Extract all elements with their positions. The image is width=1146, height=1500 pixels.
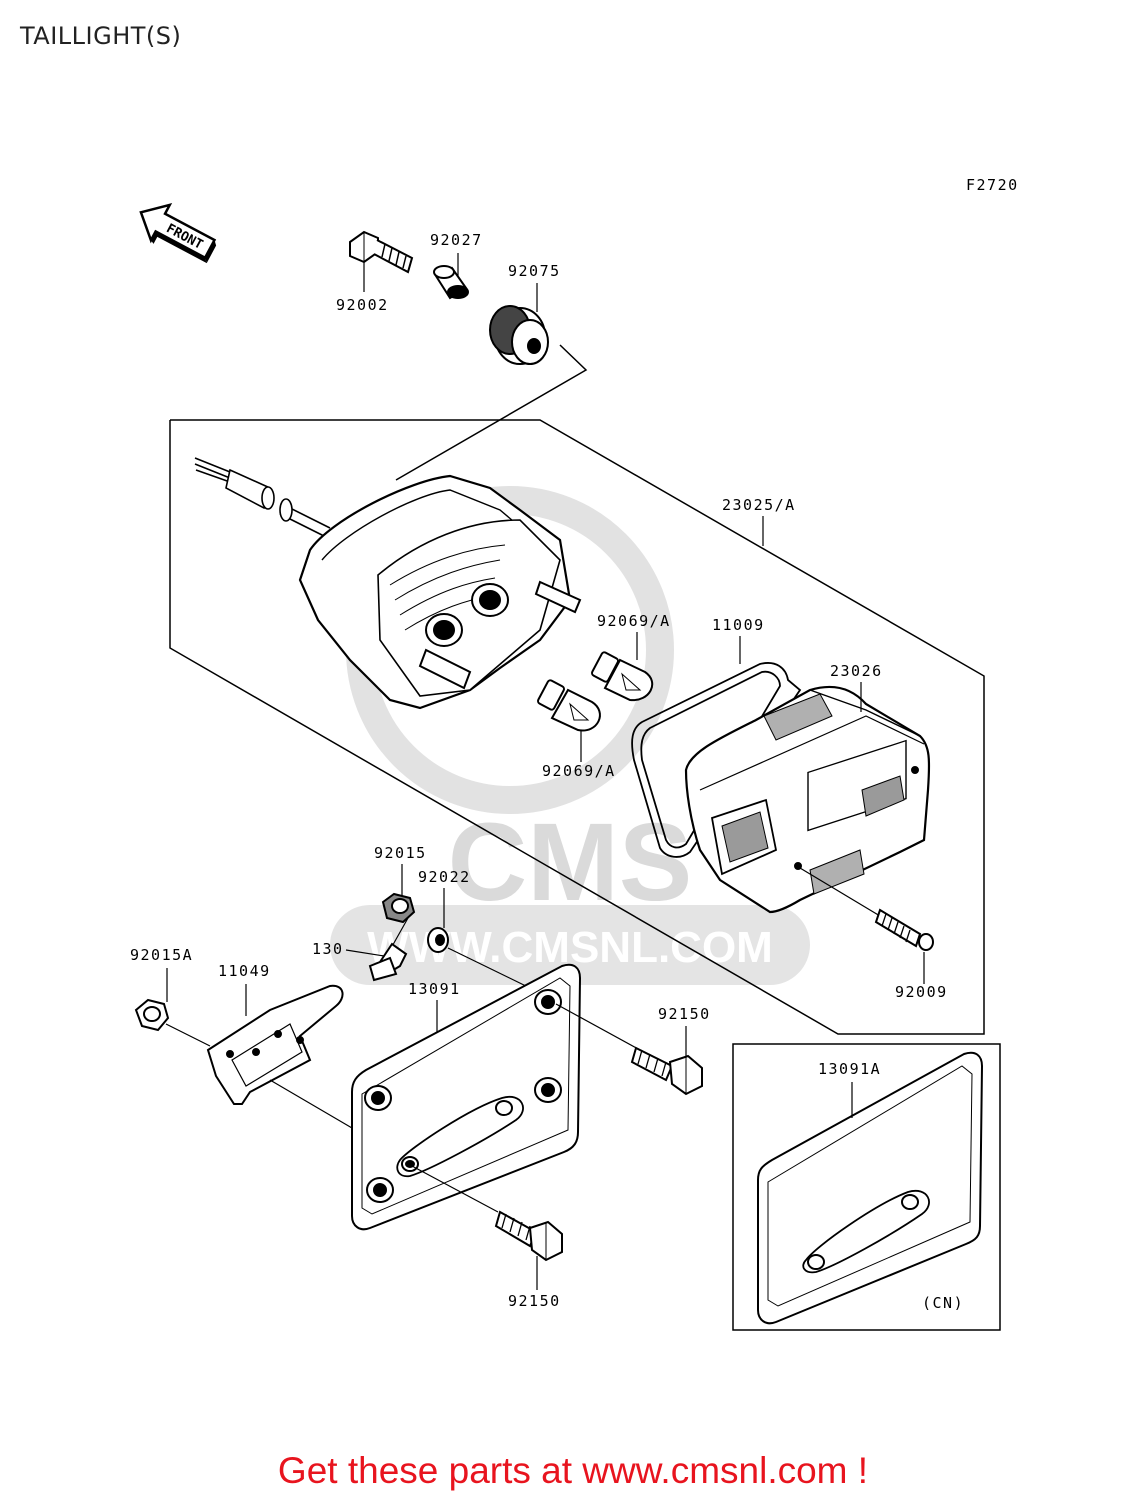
- label-92027: 92027: [430, 231, 483, 249]
- collar-92027-icon: [433, 253, 469, 300]
- variant-box-13091a: [732, 1043, 1001, 1331]
- label-23025a: 23025/A: [722, 496, 796, 514]
- page-title: TAILLIGHT(S): [20, 22, 182, 50]
- wiring-harness-icon: [194, 457, 331, 539]
- taillight-housing-icon: [298, 474, 582, 710]
- bolt-130-icon: [345, 942, 408, 982]
- front-arrow-icon: FRONT: [139, 203, 217, 264]
- label-92015a: 92015A: [130, 946, 193, 964]
- footer-link[interactable]: Get these parts at www.cmsnl.com !: [277, 1450, 869, 1491]
- label-92069a-top: 92069/A: [597, 612, 671, 630]
- label-92015: 92015: [374, 844, 427, 862]
- gasket-11009-icon: [631, 636, 802, 858]
- label-92150-right: 92150: [658, 1005, 711, 1023]
- nut-92015a-icon: [134, 968, 211, 1047]
- label-11049: 11049: [218, 962, 271, 980]
- license-plate-13091a-icon: [757, 1051, 984, 1325]
- figure-code: F2720: [966, 176, 1019, 194]
- label-92150-bottom: 92150: [508, 1292, 561, 1310]
- bulb-92069a-bottom-icon: [537, 679, 601, 762]
- label-13091a: 13091A: [818, 1060, 881, 1078]
- screw-92009-icon: [799, 867, 934, 984]
- bulb-92069a-top-icon: [591, 632, 654, 702]
- bolt-92150-right-icon: [555, 1003, 703, 1096]
- label-92075: 92075: [508, 262, 561, 280]
- label-92009: 92009: [895, 983, 948, 1001]
- lens-23026-icon: [684, 682, 931, 914]
- label-92022: 92022: [418, 868, 471, 886]
- label-13091: 13091: [408, 980, 461, 998]
- license-plate-13091-icon: [351, 963, 582, 1231]
- label-23026: 23026: [830, 662, 883, 680]
- watermark-brand: CMS: [448, 801, 692, 924]
- bolt-92002-icon: [349, 230, 414, 292]
- bracket-11049-icon: [206, 984, 353, 1129]
- label-92069a-bottom: 92069/A: [542, 762, 616, 780]
- label-11009: 11009: [712, 616, 765, 634]
- assembly-outline-23025a: [169, 419, 985, 1035]
- label-130: 130: [312, 940, 344, 958]
- variant-note: (CN): [922, 1294, 964, 1312]
- bolt-92150-bottom-icon: [411, 1165, 563, 1290]
- grommet-92075-icon: [489, 283, 549, 365]
- label-92002: 92002: [336, 296, 389, 314]
- washer-92022-icon: [427, 888, 531, 989]
